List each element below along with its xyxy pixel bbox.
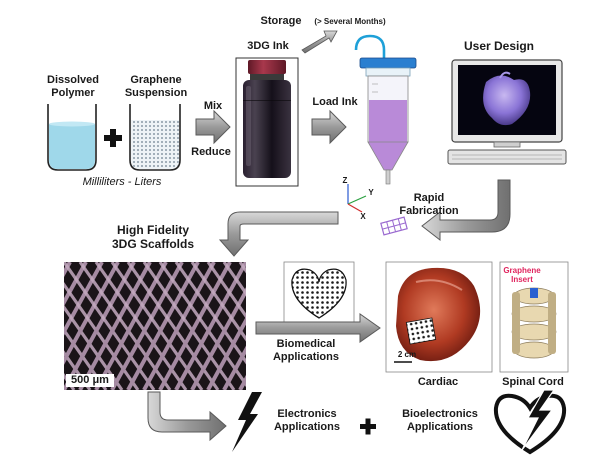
user-design-label: User Design [463,39,535,53]
scaffold-strand [110,262,184,390]
plus-sign-icon-2 [360,418,376,435]
scaffold-strand [0,262,22,390]
design-to-fabrication-arrow [421,179,511,242]
biomedical-arrow [255,313,381,343]
scaffold-strand [0,262,42,390]
scaffold-strand [126,262,200,390]
axis-y-label: Y [368,188,374,197]
scale-500-label: 500 μm [66,374,114,387]
spinal-cord-label: Spinal Cord [502,376,564,388]
scaffold-to-electronics-arrow [147,391,227,442]
scaffold-strand [206,316,246,390]
scaffold-strand [222,262,246,297]
storage-note-label: (> Several Months) [314,17,386,26]
heart-mesh-image [283,261,355,325]
xyz-axes-icon [347,184,367,213]
scaffold-strand [190,262,246,342]
storage-label: Storage [260,15,302,27]
scaffold-strand [190,287,246,390]
scaffold-strand [64,262,136,390]
computer-monitor-icon [447,59,567,165]
printed-lattice-icon [380,216,408,236]
scaffold-strand [64,262,88,307]
scale-2cm-label: 2 cm [397,350,417,359]
scaffold-strand [142,262,216,390]
fabrication-to-scaffold-arrow [218,211,339,257]
beaker-polymer-icon [47,104,97,171]
load-ink-arrow [311,109,347,145]
axis-z-label: Z [342,176,348,185]
scaffold-strand [64,262,72,278]
ink-3dg-label: 3DG Ink [247,40,289,52]
scaffold-strand [174,262,246,365]
scaffold-strand [174,262,246,390]
reduce-label: Reduce [191,146,231,158]
scaffold-strand [0,262,6,390]
beaker-graphene-icon [129,104,181,171]
mix-label: Mix [203,100,223,112]
axis-x-label: X [360,212,366,221]
lightning-bolt-icon [232,392,262,452]
scaffold-strand [206,262,246,319]
scaffold-strand [0,262,54,390]
ink-jar-icon [235,57,299,187]
cardiac-image [385,261,493,373]
cardiac-label: Cardiac [417,376,459,388]
spinal-cord-image [499,261,569,373]
scaffold-strand [158,262,232,390]
scaffold-strand [64,262,120,365]
scaffold-strand [0,262,26,390]
scaffold-strand [64,372,76,390]
scaffold-strand [0,262,38,390]
storage-arrow [301,30,338,54]
heart-bolt-icon [493,389,567,455]
scaffold-sem-image [0,262,246,390]
mix-arrow [195,109,231,145]
scaffold-strand [64,262,104,336]
syringe-icon [354,34,417,185]
scaffold-strand [222,345,246,390]
scaffold-strand [94,262,168,390]
load-ink-label: Load Ink [312,96,358,108]
plus-sign-icon [104,129,122,147]
scaffold-strand [0,262,58,390]
volume-range-label: Milliliters - Liters [82,176,162,188]
scaffold-strand [78,262,152,390]
